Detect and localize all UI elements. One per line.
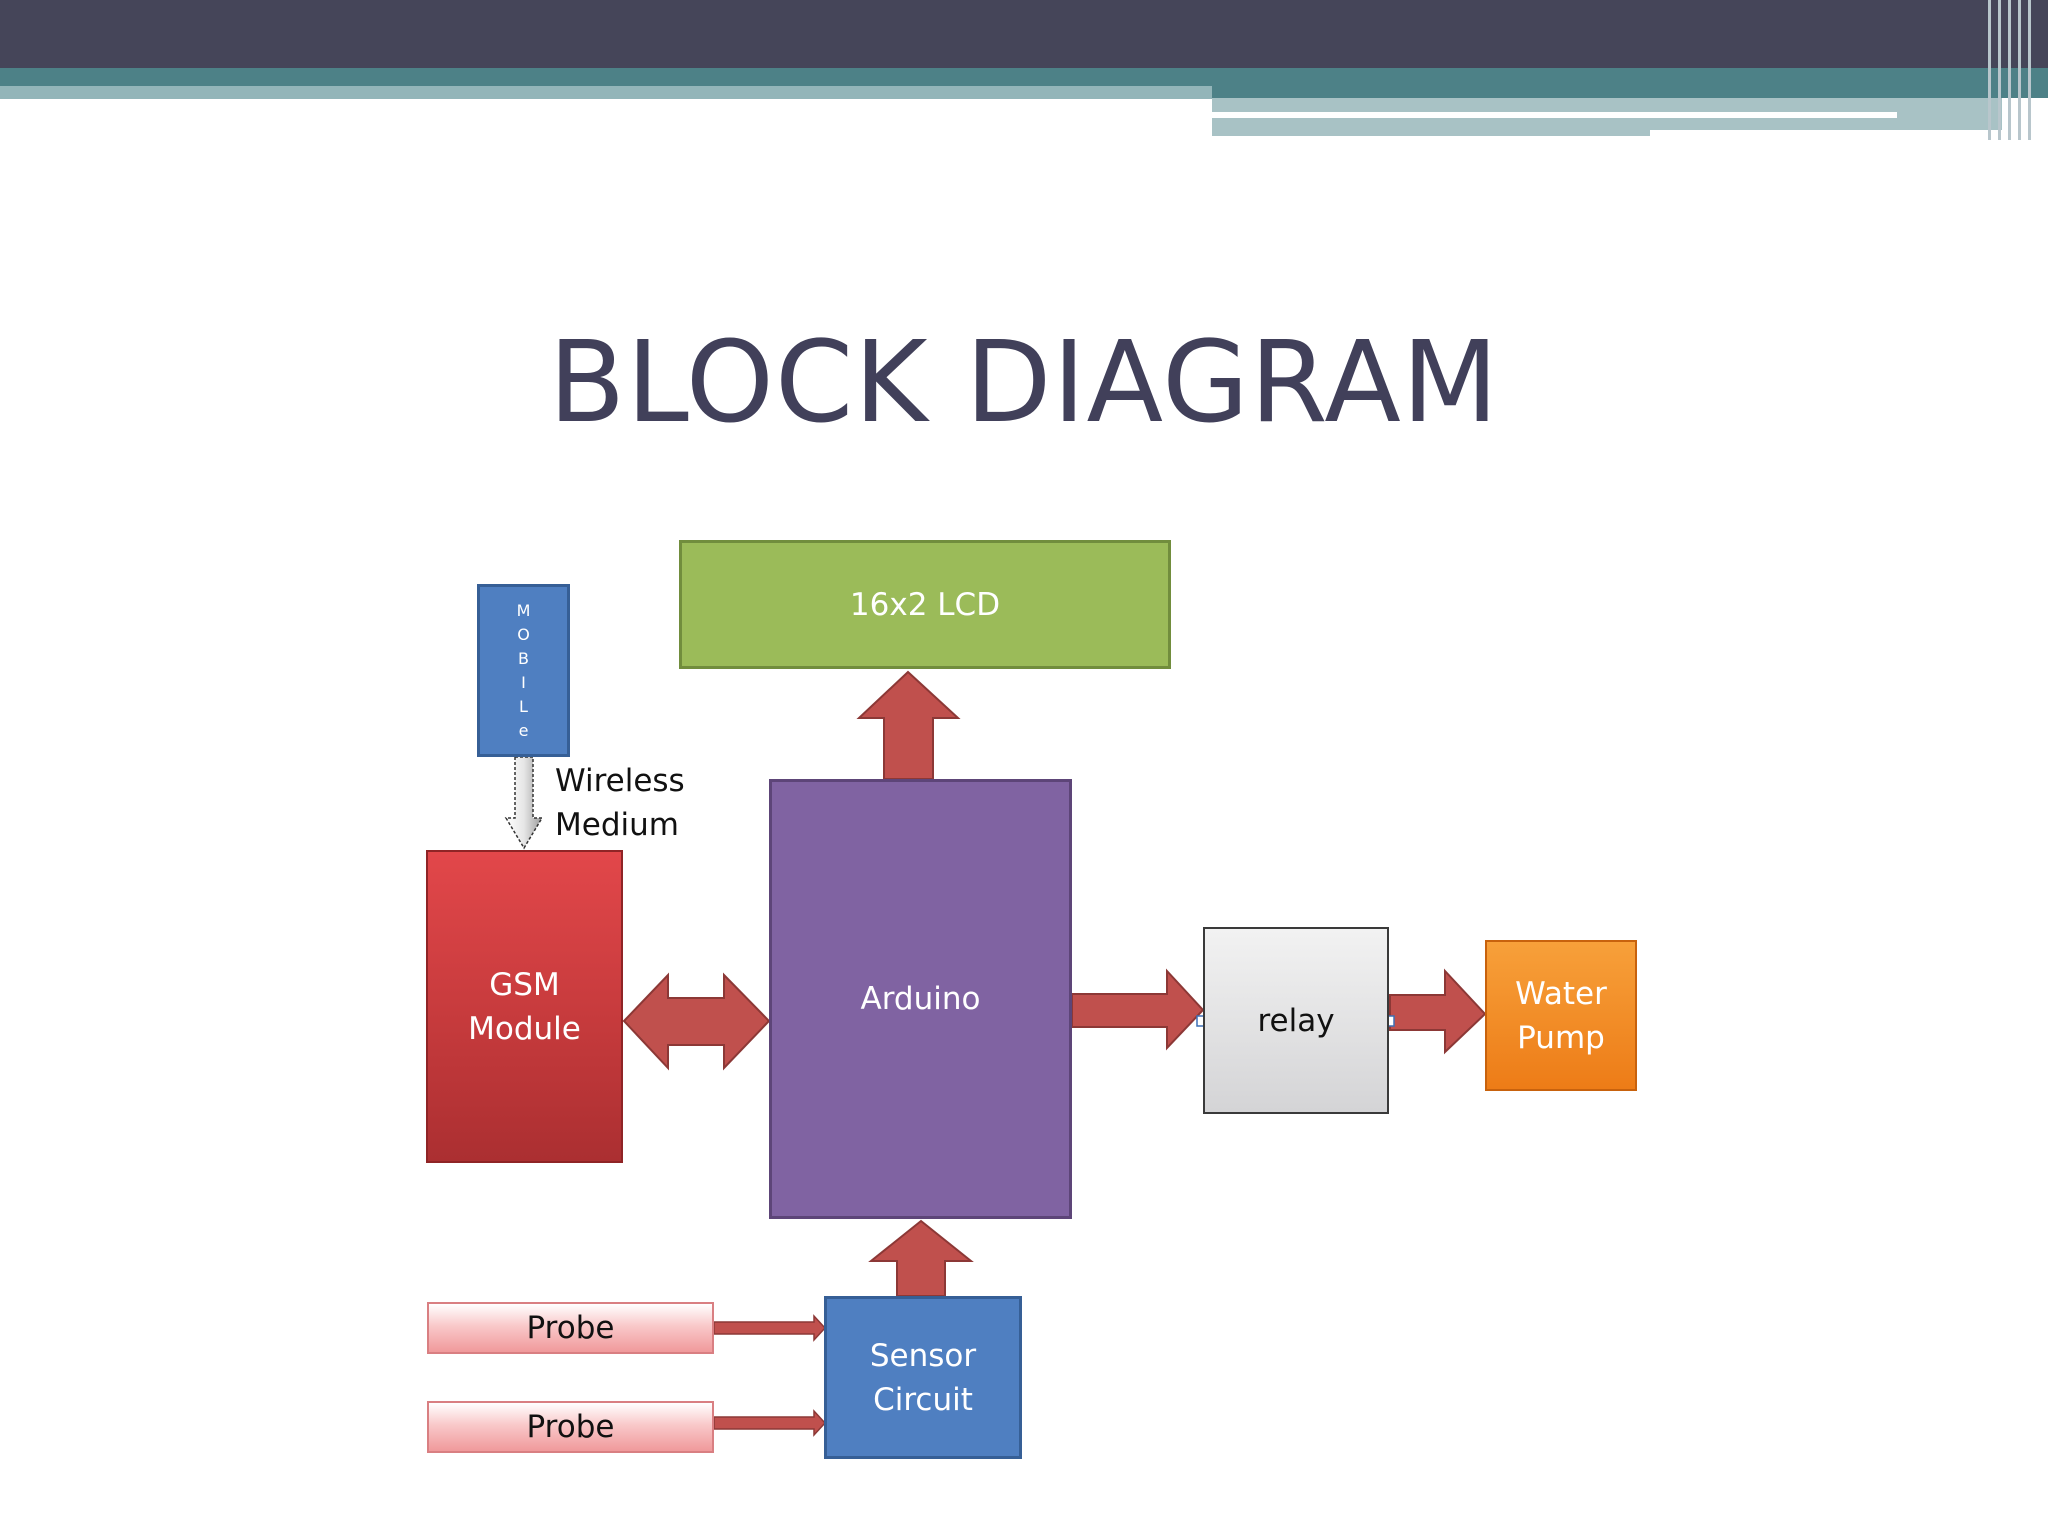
mobile-letter: L — [519, 696, 528, 716]
arrow-probe2-to-sensor — [713, 1409, 827, 1437]
arduino-label: Arduino — [860, 981, 981, 1017]
lcd-block: 16x2 LCD — [679, 540, 1171, 669]
slide-header-line — [1988, 0, 1991, 140]
gsm-label-line: GSM — [489, 966, 560, 1003]
arrow-probe1-to-sensor — [713, 1314, 827, 1342]
probe-label: Probe — [526, 1409, 615, 1445]
mobile-letter: O — [517, 624, 530, 644]
arrow-sensor-to-arduino — [868, 1219, 974, 1297]
slide-title: BLOCK DIAGRAM — [548, 318, 1500, 448]
slide-header-line — [1998, 0, 2001, 140]
mobile-letter: B — [518, 648, 529, 668]
mobile-letter: e — [518, 720, 529, 740]
wireless-line: Medium — [555, 807, 679, 843]
wireless-line: Wireless — [555, 763, 685, 799]
arrow-arduino-to-lcd — [856, 670, 961, 780]
water-pump-block: Water Pump — [1485, 940, 1637, 1091]
slide-header-line — [2008, 0, 2011, 140]
arrow-gsm-arduino — [622, 972, 771, 1071]
slide-header-stripe-gap — [1650, 130, 2010, 140]
relay-label: relay — [1257, 1002, 1335, 1039]
sensor-circuit-block: Sensor Circuit — [824, 1296, 1022, 1459]
gsm-label-line: Module — [468, 1010, 581, 1047]
pump-label-line: Water — [1515, 975, 1607, 1012]
arrow-mobile-to-gsm — [504, 756, 544, 850]
probe-block: Probe — [427, 1302, 714, 1354]
wireless-medium-label: Wireless Medium — [555, 759, 685, 847]
slide-header-stripe-light — [0, 86, 1212, 99]
mobile-block: M O B I L e — [477, 584, 570, 757]
mobile-letter: M — [516, 600, 531, 620]
gsm-module-block: GSM Module — [426, 850, 623, 1163]
sensor-label-line: Sensor — [869, 1337, 977, 1374]
mobile-letter: I — [521, 672, 526, 692]
arrow-relay-to-pump — [1389, 968, 1487, 1055]
probe-label: Probe — [526, 1310, 615, 1346]
lcd-label: 16x2 LCD — [849, 586, 1001, 623]
arduino-block: Arduino — [769, 779, 1072, 1219]
probe-block: Probe — [427, 1401, 714, 1453]
slide-header-stripe-line — [1212, 112, 1897, 118]
arrow-arduino-to-relay — [1071, 968, 1205, 1051]
relay-block: relay — [1203, 927, 1389, 1114]
pump-label-line: Pump — [1517, 1019, 1605, 1056]
slide-header-line — [2018, 0, 2021, 140]
sensor-label-line: Circuit — [873, 1381, 973, 1418]
slide-header-bar — [0, 0, 2048, 68]
slide-header-line — [2028, 0, 2031, 140]
